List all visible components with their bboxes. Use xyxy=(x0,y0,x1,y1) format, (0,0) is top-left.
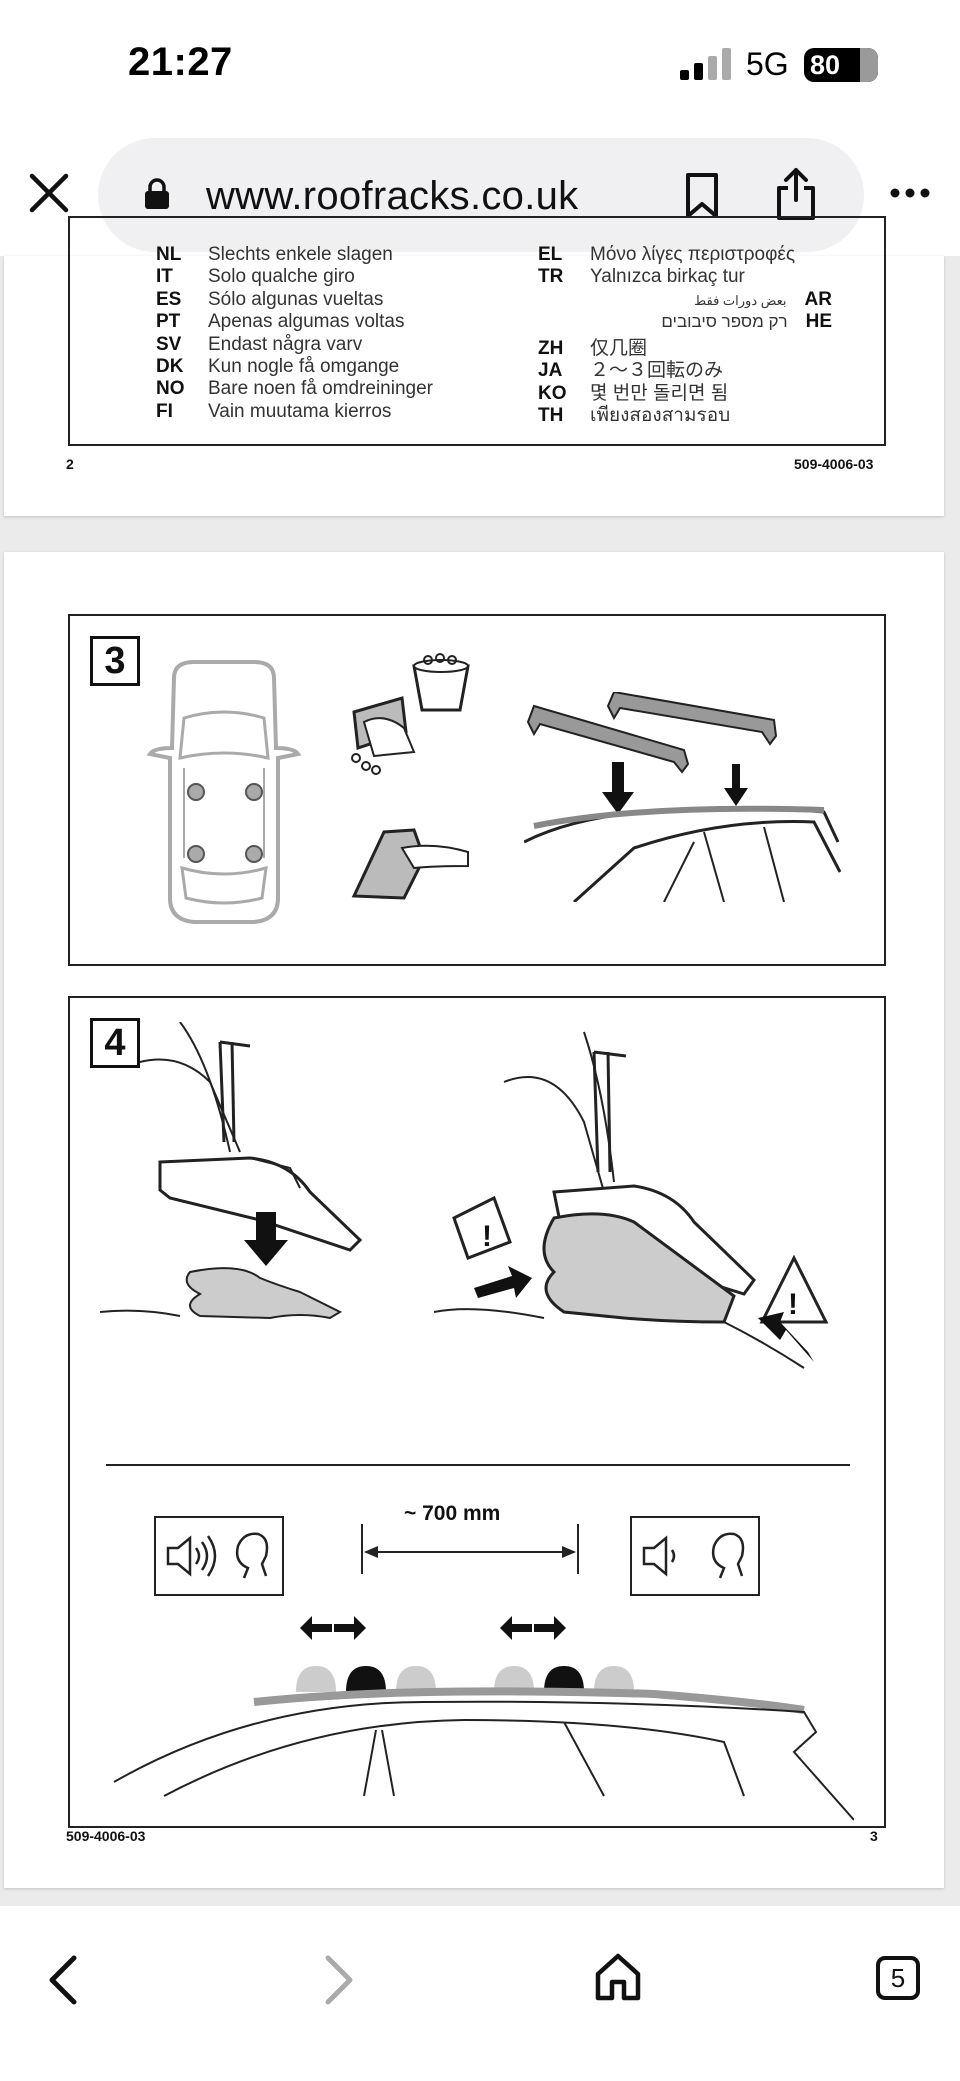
soft-click-icon xyxy=(630,1516,760,1596)
browser-bottom-bar: 5 xyxy=(0,1906,960,2081)
lock-icon xyxy=(145,178,169,209)
language-text: Apenas algumas voltas xyxy=(208,311,405,333)
more-icon[interactable] xyxy=(890,180,930,206)
language-text: Μόνο λίγες περιστροφές xyxy=(590,244,796,265)
car-top-view-illustration xyxy=(146,660,302,924)
language-code: FI xyxy=(156,400,173,422)
language-row: TH เพียงสองสามรอบ xyxy=(538,400,730,430)
language-text: Yalnızca birkaç tur xyxy=(590,266,745,288)
loud-click-icon xyxy=(154,1516,284,1596)
language-text: Kun nogle få omgange xyxy=(208,356,400,377)
svg-text:!: ! xyxy=(482,1220,492,1253)
status-time: 21:27 xyxy=(128,40,233,84)
language-code: JA xyxy=(538,360,563,382)
language-text: רק מספר סיבובים xyxy=(661,312,788,331)
language-code: HE xyxy=(805,311,832,332)
network-label: 5G xyxy=(746,46,789,82)
step-3-panel xyxy=(68,614,886,966)
home-icon[interactable] xyxy=(594,1952,642,2002)
step-4-number: 4 xyxy=(90,1018,140,1068)
language-code: SV xyxy=(156,333,182,355)
signal-icon xyxy=(680,48,731,80)
status-bar: 21:27 5G 80 xyxy=(0,0,960,130)
language-code: PT xyxy=(156,311,181,333)
step-4-panel xyxy=(68,996,886,1828)
language-row: PT Apenas algumas voltas xyxy=(156,311,404,333)
battery-level: 80 xyxy=(810,50,841,80)
dimension-arrow xyxy=(361,1524,579,1574)
language-row: ES Sólo algunas vueltas xyxy=(156,289,383,311)
language-row: NO Bare noen få omdreininger xyxy=(156,378,433,400)
language-code: KO xyxy=(538,382,567,404)
language-row: IT Solo qualche giro xyxy=(156,266,355,288)
rack-spacing-illustration xyxy=(113,1616,854,1821)
language-text: 몇 번만 돌리면 됨 xyxy=(590,382,729,404)
forward-icon[interactable] xyxy=(322,1954,356,2006)
language-row: NL Slechts enkele slagen xyxy=(156,244,393,266)
url-text: www.roofracks.co.uk xyxy=(206,174,579,218)
page-frame xyxy=(68,216,886,446)
cleaning-illustration xyxy=(351,653,470,900)
roof-bars-placement-illustration xyxy=(524,692,842,902)
language-row: ZH 仅几圈 xyxy=(538,333,647,360)
document-code: 509-4006-03 xyxy=(794,456,874,472)
language-code: NL xyxy=(156,244,182,265)
language-text: Sólo algunas vueltas xyxy=(208,288,384,310)
language-code: TH xyxy=(538,405,564,427)
language-text: Solo qualche giro xyxy=(208,266,355,288)
tabs-icon[interactable]: 5 xyxy=(876,1956,920,2000)
language-code: AR xyxy=(804,289,832,310)
language-row: DK Kun nogle få omgange xyxy=(156,356,399,378)
browser-toolbar: www.roofracks.co.uk xyxy=(0,130,960,256)
dimension-label: ~ 700 mm xyxy=(404,1502,501,1525)
language-code: ES xyxy=(156,288,182,310)
foot-pad-fitted-illustration: ! ! xyxy=(434,1031,829,1369)
foot-pad-fitting-illustration xyxy=(100,1022,363,1320)
language-text: เพียงสองสามรอบ xyxy=(590,405,731,427)
language-row: EL Μόνο λίγες περιστροφές xyxy=(538,244,795,266)
language-text: بعض دورات فقط xyxy=(694,293,787,308)
bookmark-icon[interactable] xyxy=(682,172,722,220)
language-code: TR xyxy=(538,266,564,288)
language-row: TR Yalnızca birkaç tur xyxy=(538,266,745,288)
back-icon[interactable] xyxy=(46,1954,80,2006)
language-text: 仅几圈 xyxy=(590,338,648,359)
language-code: NO xyxy=(156,378,185,400)
close-icon[interactable] xyxy=(26,170,72,216)
language-text: Vain muutama kierros xyxy=(208,400,392,422)
language-code: ZH xyxy=(538,338,564,359)
share-icon[interactable] xyxy=(774,166,818,222)
address-bar[interactable]: www.roofracks.co.uk xyxy=(98,138,864,252)
language-row: KO 몇 번만 돌리면 됨 xyxy=(538,378,728,405)
language-text: Endast några varv xyxy=(208,333,363,355)
battery-icon: 80 xyxy=(804,48,878,82)
page-number: 2 xyxy=(66,456,74,472)
language-row: FI Vain muutama kierros xyxy=(156,401,391,423)
page-number: 3 xyxy=(870,1828,878,1844)
svg-text:!: ! xyxy=(788,1288,798,1321)
step-3-number: 3 xyxy=(90,636,140,686)
language-row: JA ２～３回転のみ xyxy=(538,355,723,382)
language-code: EL xyxy=(538,244,563,265)
language-text: ２～３回転のみ xyxy=(590,360,724,382)
language-code: DK xyxy=(156,356,184,377)
divider xyxy=(106,1464,850,1466)
language-row: SV Endast några varv xyxy=(156,334,362,356)
language-row: רק מספר סיבובים HE xyxy=(661,311,832,333)
language-row: بعض دورات فقط AR xyxy=(694,289,832,311)
document-code: 509-4006-03 xyxy=(66,1828,146,1844)
language-code: IT xyxy=(156,266,173,288)
language-text: Slechts enkele slagen xyxy=(208,244,393,265)
language-text: Bare noen få omdreininger xyxy=(208,378,433,400)
manual-page-3: 3 xyxy=(4,552,944,1888)
